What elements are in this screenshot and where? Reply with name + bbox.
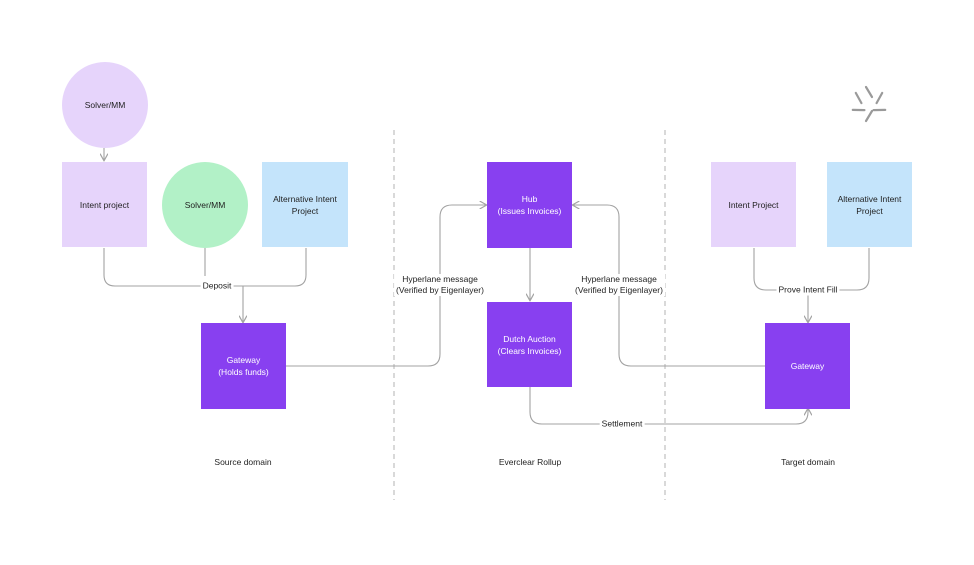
asterisk-logo-icon bbox=[851, 85, 887, 123]
hub-node: Hub (Issues Invoices) bbox=[487, 162, 572, 248]
alternative-intent-project-src-node: Alternative Intent Project bbox=[262, 162, 348, 247]
solver-mm-top-label: Solver/MM bbox=[84, 100, 126, 110]
alt-intent-tgt-line2: Project bbox=[856, 205, 883, 216]
alt-intent-tgt-line1: Alternative Intent bbox=[837, 193, 902, 204]
dutch-auction-line1: Dutch Auction bbox=[503, 333, 556, 344]
hyperlane-right-line1: Hyperlane message bbox=[581, 274, 657, 284]
intent-project-node: Intent project bbox=[62, 162, 147, 247]
dutch-auction-line2: (Clears Invoices) bbox=[497, 345, 562, 356]
intent-project-tgt-label: Intent Project bbox=[728, 199, 779, 210]
hyperlane-right-line2: (Verified by Eigenlayer) bbox=[575, 285, 663, 295]
solver-mm-mid-label: Solver/MM bbox=[184, 200, 226, 210]
gateway-src-line1: Gateway bbox=[226, 355, 261, 365]
gateway-src-line2: (Holds funds) bbox=[218, 367, 269, 377]
solver-mm-mid-node: Solver/MM bbox=[162, 162, 248, 248]
prove-intent-fill-label: Prove Intent Fill bbox=[776, 284, 840, 296]
dutch-auction-node: Dutch Auction (Clears Invoices) bbox=[487, 302, 572, 387]
hyperlane-right-label: Hyperlane message (Verified by Eigenlaye… bbox=[573, 274, 665, 296]
alternative-intent-project-tgt-node: Alternative Intent Project bbox=[827, 162, 912, 247]
alt-intent-src-line1: Alternative Intent bbox=[273, 193, 337, 204]
hyperlane-left-line2: (Verified by Eigenlayer) bbox=[396, 285, 484, 295]
solver-mm-top-node: Solver/MM bbox=[62, 62, 148, 148]
hyperlane-left-line1: Hyperlane message bbox=[402, 274, 478, 284]
source-domain-caption: Source domain bbox=[214, 457, 272, 467]
target-domain-caption: Target domain bbox=[781, 457, 835, 467]
alt-intent-src-line2: Project bbox=[291, 205, 319, 216]
hub-line1: Hub bbox=[521, 194, 538, 204]
gateway-target-node: Gateway bbox=[765, 323, 850, 409]
intent-project-target-node: Intent Project bbox=[711, 162, 796, 247]
settlement-label: Settlement bbox=[599, 418, 645, 430]
deposit-label: Deposit bbox=[200, 280, 234, 292]
hyperlane-left-label: Hyperlane message (Verified by Eigenlaye… bbox=[394, 274, 486, 296]
intent-project-label: Intent project bbox=[79, 199, 130, 210]
gateway-source-node: Gateway (Holds funds) bbox=[201, 323, 286, 409]
settlement-connector bbox=[529, 387, 808, 425]
everclear-rollup-caption: Everclear Rollup bbox=[498, 457, 562, 467]
hub-line2: (Issues Invoices) bbox=[497, 206, 562, 216]
gateway-tgt-label: Gateway bbox=[790, 361, 825, 371]
